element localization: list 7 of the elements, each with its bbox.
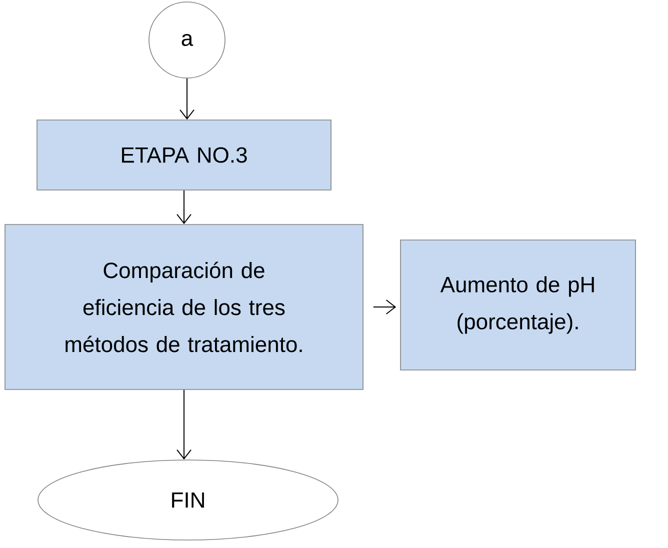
process-box: ETAPA NO.3 — [36, 120, 332, 190]
arrow — [180, 78, 194, 120]
result-box: Aumento de pH (porcentaje). — [400, 240, 636, 370]
arrow — [176, 389, 192, 460]
arrow — [176, 190, 192, 224]
process-box: Comparación de eficiencia de los tres métodos de tratamiento. — [4, 224, 364, 390]
arrow — [372, 300, 396, 314]
